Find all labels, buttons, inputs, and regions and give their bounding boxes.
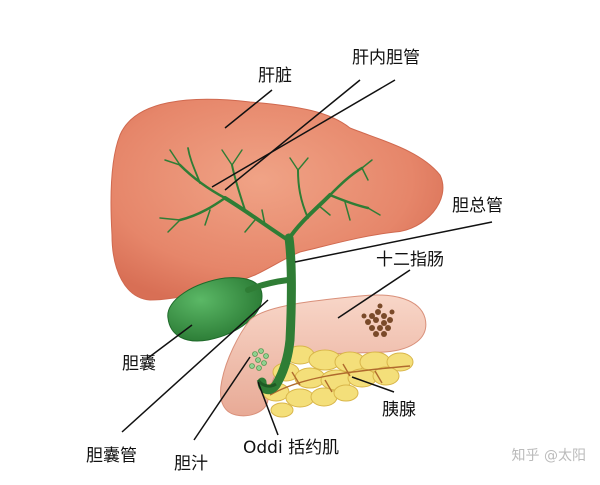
leader-bile [193, 356, 251, 441]
watermark: 知乎 @太阳 [511, 448, 586, 464]
label-intrahepatic-duct: 肝内胆管 [352, 48, 420, 68]
label-sphincter-of-oddi: Oddi 括约肌 [243, 438, 340, 458]
label-duodenum: 十二指肠 [376, 250, 444, 270]
duodenum-stones [361, 303, 395, 337]
cystic-duct-shape [245, 277, 291, 293]
leader-common-bile-duct [294, 221, 493, 263]
label-gallbladder: 胆囊 [122, 354, 156, 374]
liver-shape [110, 98, 444, 301]
leader-intrahepatic-duct-2 [224, 79, 361, 191]
leader-cystic-duct [121, 299, 269, 433]
label-liver: 肝脏 [258, 66, 292, 86]
leader-duodenum [337, 269, 411, 319]
pancreatic-duct [269, 363, 411, 396]
leader-liver [224, 89, 273, 129]
leader-gallbladder [147, 324, 193, 359]
leader-pancreas [351, 376, 395, 393]
label-bile: 胆汁 [174, 454, 208, 474]
label-common-bile-duct: 胆总管 [452, 196, 503, 216]
common-bile-duct-shape [257, 233, 296, 395]
sphincter-ring [256, 379, 277, 388]
leader-lines [121, 79, 493, 441]
label-pancreas: 胰腺 [382, 400, 416, 420]
leader-sphincter [257, 381, 279, 436]
label-cystic-duct: 胆囊管 [86, 446, 137, 466]
intrahepatic-duct-tree [159, 147, 381, 242]
leader-intrahepatic-duct [211, 79, 396, 188]
bile-droplets [249, 348, 269, 371]
